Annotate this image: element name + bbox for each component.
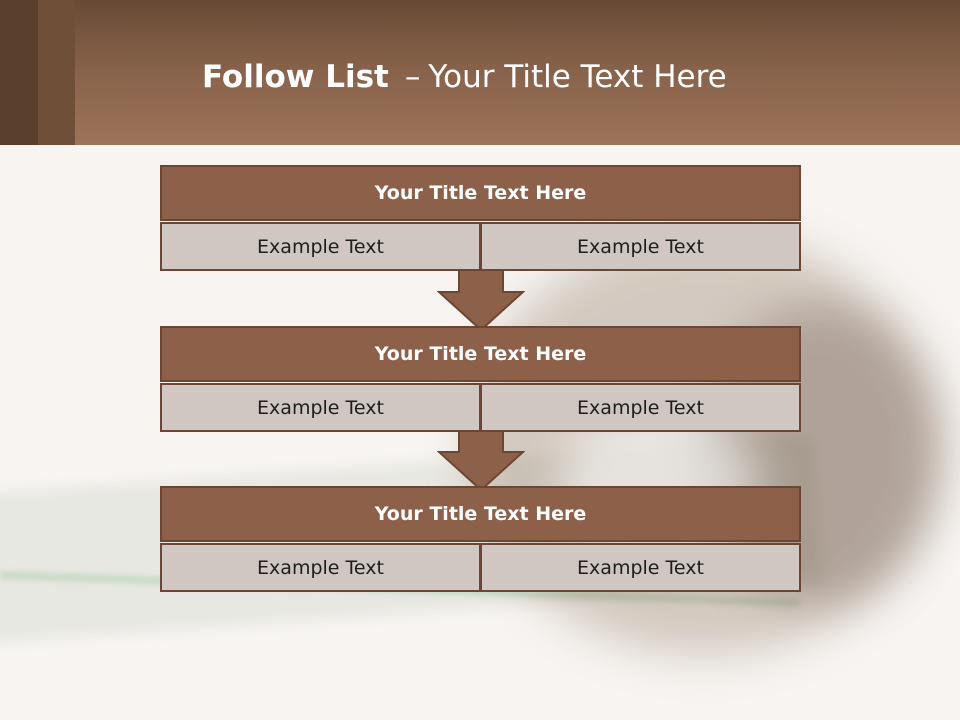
flow-step-2: Your Title Text Here Example Text Exampl… xyxy=(160,326,801,432)
flow-step-title: Your Title Text Here xyxy=(160,326,801,382)
flow-step-cell-right: Example Text xyxy=(481,222,801,271)
header-stripe-medium xyxy=(38,0,75,145)
slide-title-rest: Your Title Text Here xyxy=(428,59,727,95)
slide-title: Follow List–Your Title Text Here xyxy=(202,54,727,100)
flow-step-1: Your Title Text Here Example Text Exampl… xyxy=(160,165,801,271)
flow-step-row: Example Text Example Text xyxy=(160,222,801,271)
flow-step-cell-right: Example Text xyxy=(481,543,801,592)
flow-step-title: Your Title Text Here xyxy=(160,165,801,221)
down-arrow-icon xyxy=(437,430,525,492)
flow-step-cell-left: Example Text xyxy=(160,222,481,271)
header-banner: Follow List–Your Title Text Here xyxy=(0,0,960,145)
flow-step-title: Your Title Text Here xyxy=(160,486,801,542)
slide-title-bold: Follow List xyxy=(202,59,389,95)
flow-step-row: Example Text Example Text xyxy=(160,383,801,432)
flow-step-cell-left: Example Text xyxy=(160,383,481,432)
header-stripe-dark xyxy=(0,0,38,145)
flow-step-row: Example Text Example Text xyxy=(160,543,801,592)
down-arrow-icon xyxy=(437,270,525,332)
flow-step-cell-right: Example Text xyxy=(481,383,801,432)
flow-step-cell-left: Example Text xyxy=(160,543,481,592)
flow-step-3: Your Title Text Here Example Text Exampl… xyxy=(160,486,801,592)
slide-title-separator: – xyxy=(404,59,421,95)
